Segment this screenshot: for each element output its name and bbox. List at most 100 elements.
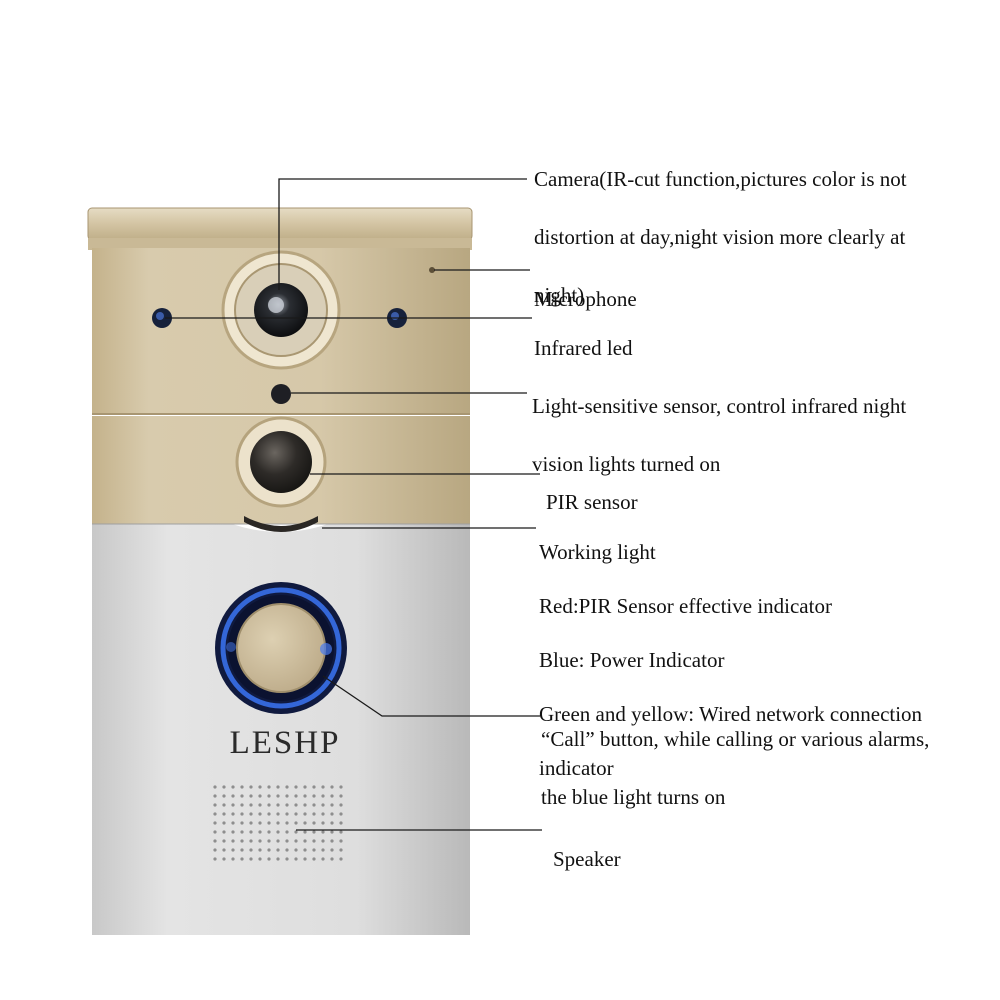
- speaker-hole: [267, 785, 271, 789]
- callout-call-button-line: the blue light turns on: [541, 785, 726, 809]
- speaker-hole: [303, 785, 307, 789]
- speaker-hole: [339, 785, 343, 789]
- speaker-hole: [222, 830, 226, 834]
- speaker-hole: [231, 839, 235, 843]
- speaker-hole: [258, 812, 262, 816]
- speaker-hole: [231, 794, 235, 798]
- speaker-hole: [240, 803, 244, 807]
- speaker-hole: [312, 830, 316, 834]
- speaker-hole: [330, 839, 334, 843]
- speaker-hole: [276, 830, 280, 834]
- speaker-hole: [240, 794, 244, 798]
- speaker-hole: [249, 848, 253, 852]
- speaker-hole: [222, 812, 226, 816]
- working-light-slot: [244, 516, 318, 532]
- speaker-hole: [312, 812, 316, 816]
- callout-working-light: Working light Red:PIR Sensor effective i…: [539, 512, 989, 809]
- speaker-hole: [213, 803, 217, 807]
- speaker-hole: [222, 794, 226, 798]
- speaker-hole: [267, 857, 271, 861]
- speaker-hole: [294, 785, 298, 789]
- speaker-hole: [321, 785, 325, 789]
- speaker-hole: [213, 812, 217, 816]
- speaker-hole: [231, 803, 235, 807]
- brand-logo: LESHP: [229, 725, 341, 761]
- speaker-hole: [321, 839, 325, 843]
- speaker-hole: [231, 785, 235, 789]
- speaker-hole: [258, 803, 262, 807]
- speaker-hole: [267, 839, 271, 843]
- speaker-hole: [249, 830, 253, 834]
- callout-working-light-line: Red:PIR Sensor effective indicator: [539, 594, 832, 618]
- speaker-hole: [330, 848, 334, 852]
- speaker-grille: [213, 785, 343, 861]
- speaker-hole: [294, 812, 298, 816]
- callout-light-sensor: Light-sensitive sensor, control infrared…: [532, 363, 982, 508]
- speaker-hole: [258, 857, 262, 861]
- callout-speaker: Speaker: [553, 816, 621, 903]
- speaker-hole: [213, 785, 217, 789]
- speaker-hole: [276, 794, 280, 798]
- speaker-hole: [249, 803, 253, 807]
- speaker-hole: [285, 848, 289, 852]
- callout-pir-sensor: PIR sensor: [546, 459, 638, 546]
- speaker-hole: [249, 821, 253, 825]
- speaker-hole: [285, 839, 289, 843]
- callout-microphone: Microphone: [534, 256, 637, 343]
- speaker-hole: [276, 848, 280, 852]
- speaker-hole: [240, 848, 244, 852]
- callout-working-light-line: indicator: [539, 756, 614, 780]
- callout-camera: Camera(IR-cut function,pictures color is…: [534, 136, 974, 339]
- speaker-hole: [276, 803, 280, 807]
- speaker-hole: [240, 812, 244, 816]
- speaker-hole: [213, 794, 217, 798]
- leader-camera: [278, 178, 527, 290]
- speaker-hole: [276, 785, 280, 789]
- speaker-hole: [303, 848, 307, 852]
- speaker-hole: [249, 812, 253, 816]
- speaker-hole: [222, 848, 226, 852]
- speaker-hole: [330, 785, 334, 789]
- silver-body: [92, 524, 470, 935]
- callout-call-button-line: “Call” button, while calling or various …: [541, 727, 930, 751]
- speaker-hole: [213, 857, 217, 861]
- speaker-hole: [294, 848, 298, 852]
- callout-camera-line: Camera(IR-cut function,pictures color is…: [534, 167, 907, 191]
- speaker-hole: [222, 803, 226, 807]
- speaker-hole: [294, 857, 298, 861]
- speaker-hole: [303, 803, 307, 807]
- speaker-hole: [339, 821, 343, 825]
- callout-working-light-line: Working light: [539, 540, 656, 564]
- speaker-hole: [330, 830, 334, 834]
- call-button[interactable]: [236, 603, 326, 693]
- speaker-hole: [285, 785, 289, 789]
- speaker-hole: [339, 839, 343, 843]
- speaker-hole: [231, 857, 235, 861]
- speaker-hole: [258, 848, 262, 852]
- speaker-hole: [303, 821, 307, 825]
- speaker-hole: [222, 821, 226, 825]
- speaker-hole: [312, 857, 316, 861]
- callout-pir-sensor-line: PIR sensor: [546, 490, 638, 514]
- speaker-hole: [312, 848, 316, 852]
- callout-call-button: “Call” button, while calling or various …: [541, 696, 991, 841]
- speaker-hole: [258, 794, 262, 798]
- speaker-hole: [330, 857, 334, 861]
- speaker-hole: [303, 839, 307, 843]
- speaker-hole: [339, 830, 343, 834]
- speaker-hole: [222, 839, 226, 843]
- callout-infrared-led: Infrared led: [534, 305, 633, 392]
- speaker-hole: [231, 821, 235, 825]
- speaker-hole: [321, 812, 325, 816]
- speaker-hole: [330, 821, 334, 825]
- speaker-hole: [276, 857, 280, 861]
- callout-working-light-line: Green and yellow: Wired network connecti…: [539, 702, 923, 726]
- speaker-hole: [321, 830, 325, 834]
- speaker-hole: [339, 794, 343, 798]
- speaker-hole: [213, 848, 217, 852]
- device-top-cap: [87, 207, 473, 241]
- speaker-hole: [294, 803, 298, 807]
- speaker-hole: [213, 830, 217, 834]
- speaker-hole: [321, 794, 325, 798]
